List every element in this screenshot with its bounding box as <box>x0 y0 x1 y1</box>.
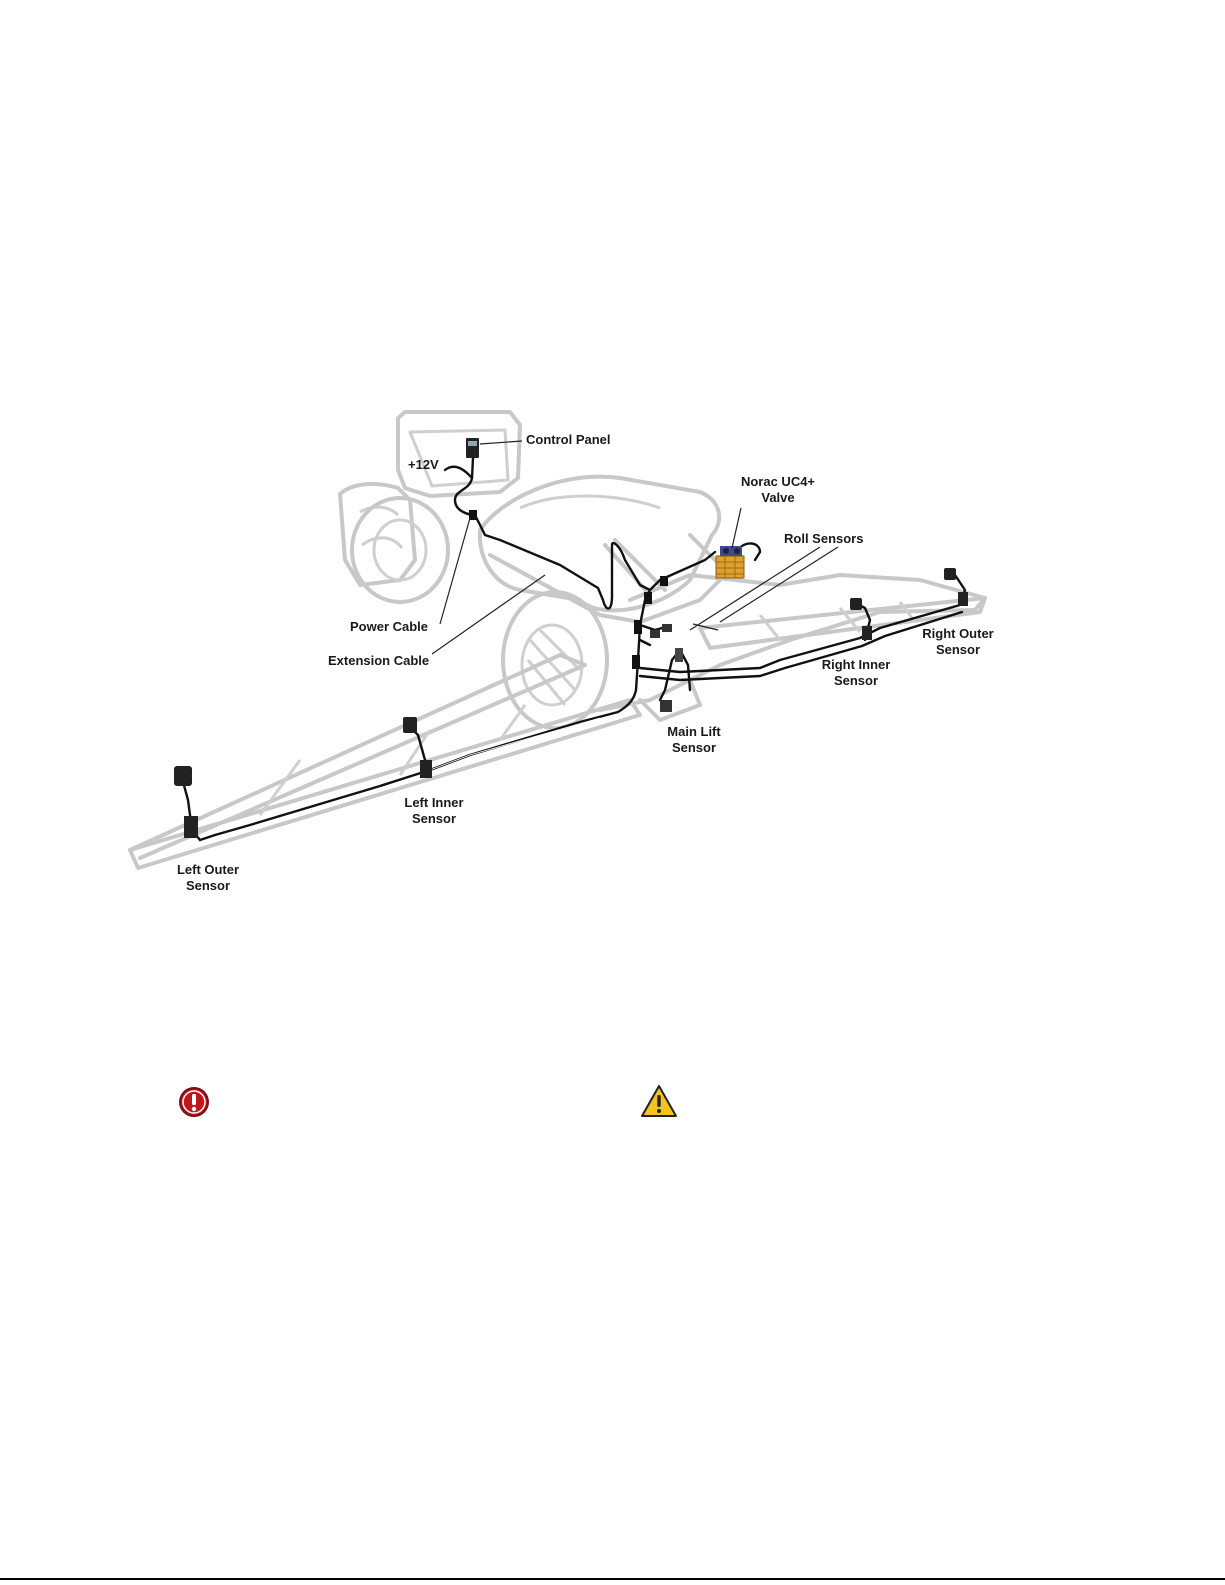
label-control-panel: Control Panel <box>526 432 611 448</box>
right-inner-sensor-unit <box>850 598 862 610</box>
wiring-harness <box>182 458 965 840</box>
label-left-inner-sensor: Left Inner Sensor <box>393 795 475 827</box>
label-power-cable: Power Cable <box>350 619 428 635</box>
left-outer-sensor-unit <box>174 766 192 786</box>
main-lift-sensor-unit <box>660 700 672 712</box>
label-right-inner-sensor: Right Inner Sensor <box>812 657 900 689</box>
norac-valve <box>716 546 744 578</box>
label-norac-valve: Norac UC4+ Valve <box>738 474 818 506</box>
page-footer-rule <box>0 1578 1225 1580</box>
exclamation-circle-icon <box>178 1086 210 1118</box>
roll-sensor <box>650 630 660 638</box>
label-right-outer-sensor: Right Outer Sensor <box>912 626 1004 658</box>
label-left-outer-sensor: Left Outer Sensor <box>168 862 248 894</box>
warning-triangle-icon <box>640 1084 678 1118</box>
label-extension-cable: Extension Cable <box>328 653 429 669</box>
right-outer-sensor-unit <box>944 568 956 580</box>
label-roll-sensors: Roll Sensors <box>784 531 863 547</box>
label-main-lift-sensor: Main Lift Sensor <box>658 724 730 756</box>
label-plus12v: +12V <box>408 457 439 473</box>
left-inner-sensor-unit <box>403 717 417 733</box>
